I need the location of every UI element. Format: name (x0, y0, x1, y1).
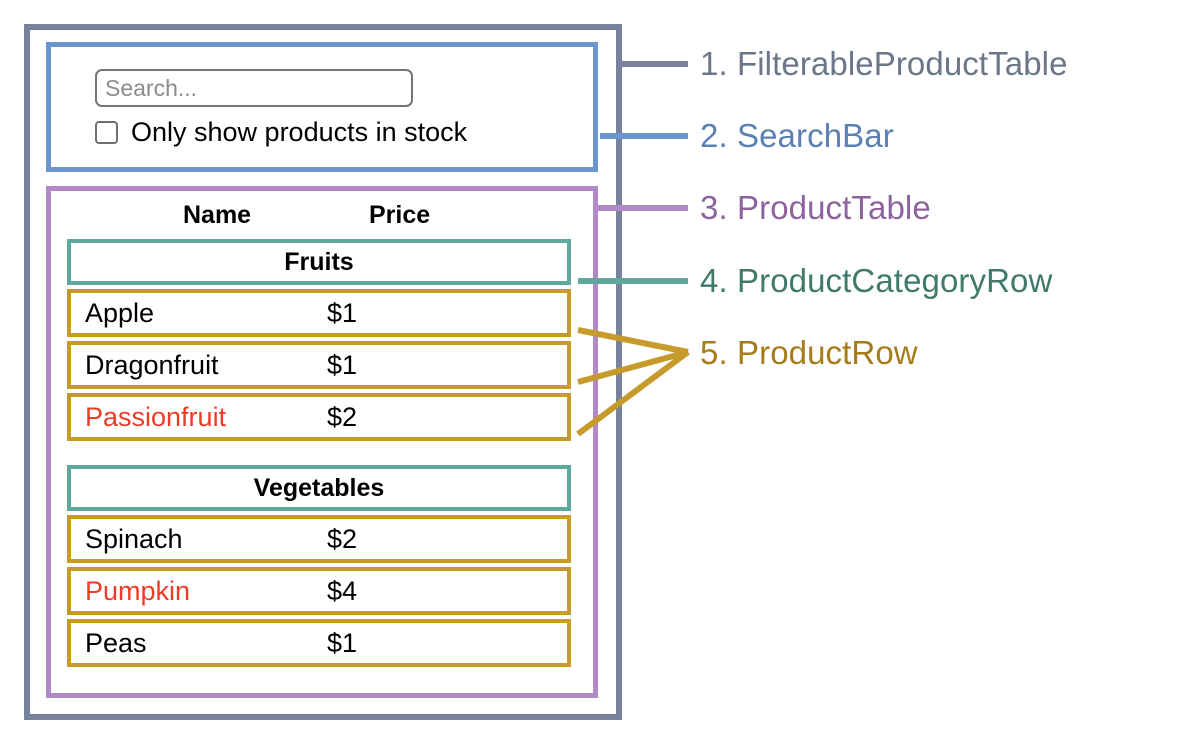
product-price: $2 (327, 401, 358, 432)
table-body: Fruits Apple $1 Dragonfruit $1 Passionfr… (67, 239, 571, 671)
product-table-container: Name Price Fruits Apple $1 Dragonfruit $… (46, 186, 598, 698)
product-name: Dragonfruit (85, 349, 219, 380)
product-name: Peas (85, 627, 147, 658)
column-header-name: Name (183, 200, 252, 229)
product-name: Pumpkin (85, 575, 191, 606)
product-name: Spinach (85, 523, 183, 554)
product-price: $2 (327, 523, 358, 554)
only-in-stock-checkbox[interactable] (95, 121, 118, 144)
annotation-label-product-row: 5. ProductRow (700, 334, 918, 371)
product-row[interactable]: Pumpkin $4 (67, 567, 571, 615)
product-name: Passionfruit (85, 401, 227, 432)
product-row[interactable]: Dragonfruit $1 (67, 341, 571, 389)
product-price: $1 (327, 297, 358, 328)
product-price: $4 (327, 575, 358, 606)
product-price: $1 (327, 627, 358, 658)
column-header-price: Price (369, 200, 431, 229)
product-category-row: Vegetables (67, 465, 571, 511)
annotation-label-search-bar: 2. SearchBar (700, 117, 894, 154)
product-row[interactable]: Passionfruit $2 (67, 393, 571, 441)
product-row[interactable]: Apple $1 (67, 289, 571, 337)
filterable-product-table-container: Only show products in stock Name Price F… (24, 24, 622, 720)
group-spacer (67, 445, 571, 465)
product-price: $1 (327, 349, 358, 380)
table-header-row: Name Price (51, 191, 593, 239)
product-category-label: Fruits (284, 247, 354, 276)
product-row[interactable]: Spinach $2 (67, 515, 571, 563)
product-row[interactable]: Peas $1 (67, 619, 571, 667)
product-category-row: Fruits (67, 239, 571, 285)
annotation-label-product-category-row: 4. ProductCategoryRow (700, 262, 1053, 299)
annotation-label-filterable-product-table: 1. FilterableProductTable (700, 45, 1068, 82)
search-bar-container: Only show products in stock (46, 42, 598, 172)
stock-filter-row[interactable]: Only show products in stock (95, 119, 467, 146)
product-name: Apple (85, 297, 155, 328)
search-input[interactable] (95, 69, 413, 107)
only-in-stock-label: Only show products in stock (131, 117, 468, 147)
annotation-label-product-table: 3. ProductTable (700, 189, 931, 226)
product-category-label: Vegetables (253, 473, 385, 502)
